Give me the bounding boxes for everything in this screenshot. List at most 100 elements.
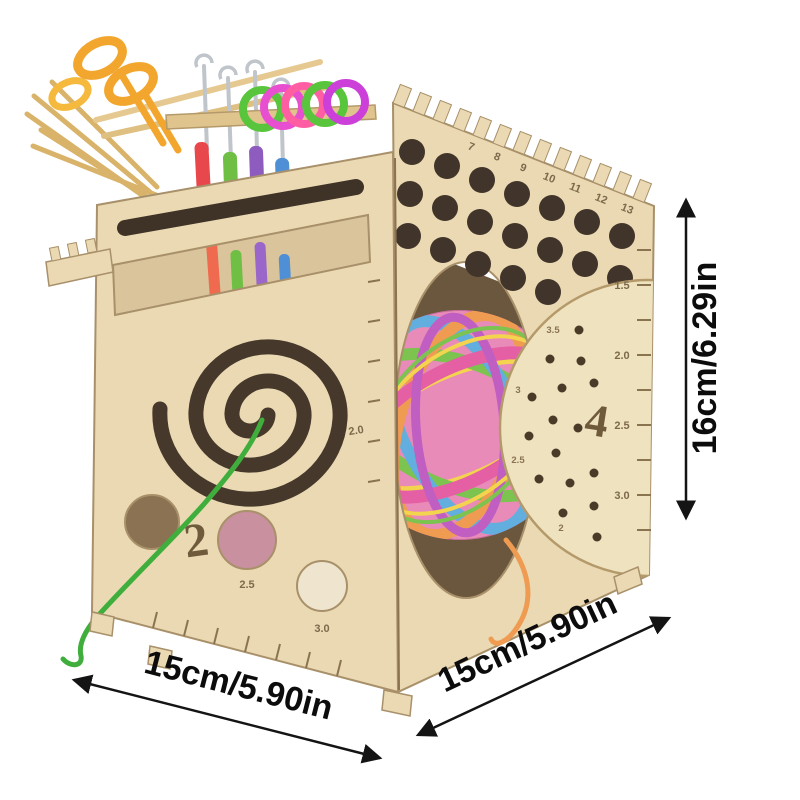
top-gauge-number: 12 xyxy=(593,191,609,207)
peg-hole xyxy=(432,195,458,221)
ruler-tick xyxy=(152,611,158,629)
bamboo-sticks xyxy=(24,79,164,204)
corner-joint-line xyxy=(394,157,400,691)
peg-hole xyxy=(539,195,565,221)
arc-gauge-number: 2.5 xyxy=(511,455,525,466)
side-gauge-number: 3.0 xyxy=(614,490,629,502)
castellation-tooth xyxy=(592,162,613,188)
foot-tab xyxy=(381,689,413,717)
castellation-tooth xyxy=(452,107,473,133)
castellation-tooth xyxy=(472,115,493,141)
comb-tooth xyxy=(48,245,62,262)
peg-hole xyxy=(469,167,495,193)
plate-gauge-hole xyxy=(534,474,544,484)
stitch-marker-bar-group xyxy=(165,79,377,132)
hook-tip xyxy=(245,59,265,74)
plate-gauge-hole xyxy=(573,423,583,433)
top-gauge-number: 8 xyxy=(492,151,502,164)
ruler-tick xyxy=(275,643,281,661)
top-gauge-numbers: 7 8 9 10 11 12 13 xyxy=(466,141,635,218)
peg-hole xyxy=(399,139,425,165)
bamboo-stick xyxy=(31,93,153,195)
comb-tooth xyxy=(66,241,80,258)
bamboo-stick xyxy=(38,127,156,204)
arc-gauge-number: 3 xyxy=(515,385,520,396)
top-gauge-number: 13 xyxy=(619,201,635,217)
corner-comb xyxy=(45,237,114,287)
side-ruler xyxy=(637,249,651,531)
gauge-number: 3.0 xyxy=(314,623,329,635)
plate-gauge-hole xyxy=(558,508,568,518)
plate-gauge-hole xyxy=(589,501,599,511)
peg-hole xyxy=(395,223,421,249)
plate-gauge-hole xyxy=(527,392,537,402)
castellation-tooth xyxy=(552,146,573,172)
stitch-marker-ring xyxy=(239,86,285,132)
scissors-shaft xyxy=(116,68,167,147)
dimension-arrow-depth-right xyxy=(415,616,672,737)
plate-gauge-hole xyxy=(524,431,534,441)
ruler-tick xyxy=(244,635,250,653)
peg-hole xyxy=(609,223,635,249)
dimension-arrow-width-left xyxy=(71,674,383,764)
bottom-ruler xyxy=(152,611,342,677)
ruler-tick xyxy=(367,479,381,483)
plate-gauge-hole xyxy=(557,383,567,393)
peg-hole xyxy=(430,237,456,263)
side-gauge-number: 1.5 xyxy=(614,280,629,292)
ruler-tick xyxy=(213,627,219,645)
hook-lower-shaft xyxy=(206,239,221,302)
scissors-shaft xyxy=(142,92,182,154)
plate-gauge-holes xyxy=(524,325,602,542)
peg-hole xyxy=(500,265,526,291)
peg-hole xyxy=(465,251,491,277)
plate-gauge-hole xyxy=(589,468,599,478)
side-gauge-number: 2.0 xyxy=(614,350,629,362)
scissors xyxy=(48,36,182,154)
bamboo-stick xyxy=(30,143,164,200)
peg-hole-grid xyxy=(395,139,635,305)
scissors-handle-loop xyxy=(73,36,127,80)
castellation-tooth xyxy=(432,99,453,125)
castellation xyxy=(392,83,653,204)
plate-gauge-hole xyxy=(592,532,602,542)
arc-gauge-number: 2 xyxy=(558,523,563,534)
left-panel-board xyxy=(90,150,400,694)
peg-hole xyxy=(504,181,530,207)
stitch-marker-ring xyxy=(302,81,348,127)
top-gauge-number: 11 xyxy=(567,180,582,195)
hanging-slot xyxy=(117,179,364,236)
peg-hole xyxy=(397,181,423,207)
ruler-tick xyxy=(336,659,342,677)
peg-hole xyxy=(535,279,561,305)
hole-backdrop xyxy=(122,492,182,552)
spiral-cutout xyxy=(152,339,348,507)
top-gauge-number: 7 xyxy=(466,141,476,154)
scissors-handle-loop xyxy=(48,77,92,111)
side-gauge-number: 2.5 xyxy=(614,420,629,432)
castellation-tooth xyxy=(412,91,433,117)
plate-gauge-hole xyxy=(565,478,575,488)
foot-tab xyxy=(613,565,643,596)
plate-gauge-hole xyxy=(551,448,561,458)
feet xyxy=(89,565,643,717)
peg-hole xyxy=(572,251,598,277)
stitch-marker-ring xyxy=(260,84,306,130)
plate-gauge-hole xyxy=(574,325,584,335)
castellation-tooth xyxy=(632,178,653,204)
castellation-tooth xyxy=(612,170,633,196)
castellation-tooth xyxy=(532,138,553,164)
stitch-marker-ring xyxy=(281,82,327,128)
castellation-tooth xyxy=(392,83,413,109)
stitch-marker-ring xyxy=(323,79,369,125)
ruler-tick xyxy=(305,651,311,669)
green-yarn-strand xyxy=(60,417,265,668)
ruler-tick xyxy=(367,399,381,403)
top-gauge-number: 10 xyxy=(541,170,557,186)
gauge-number: 2.0 xyxy=(348,424,365,438)
gauge-number: 2.5 xyxy=(239,579,254,591)
castellation-tooth xyxy=(512,130,533,156)
ruler-tick xyxy=(183,619,189,637)
